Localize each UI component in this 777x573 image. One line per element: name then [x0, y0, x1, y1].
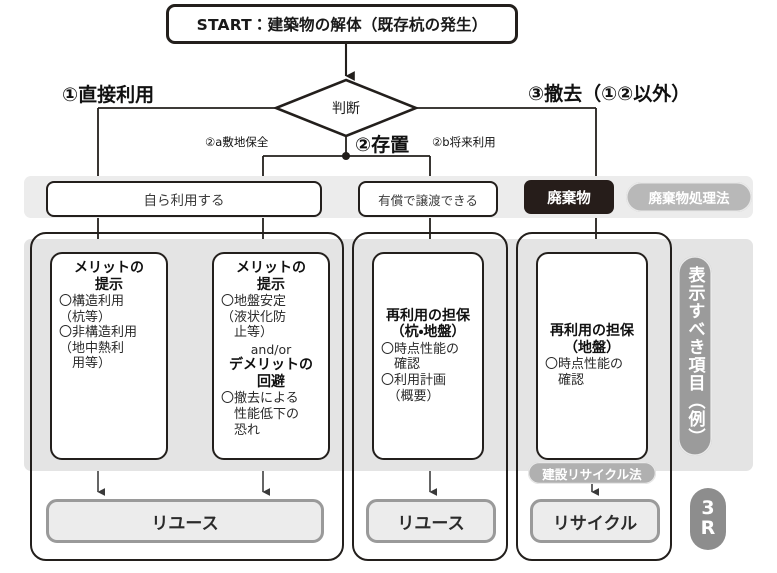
box-self-use: 自ら利用する — [46, 181, 322, 217]
card-2-body2: 〇撤去による 性能低下の 恐れ — [221, 391, 300, 438]
card-1-body: 〇構造利用 （杭等） 〇非構造利用 （地中熱利 用等） — [59, 294, 138, 372]
card-reuse-guarantee-ground: 再利用の担保 （地盤） 〇時点性能の 確認 — [536, 252, 648, 460]
card-2-body: 〇地盤安定 （液状化防 止等） — [221, 294, 287, 341]
card-3-body: 〇時点性能の 確認 〇利用計画 （概要） — [381, 341, 460, 404]
chip-waste-disposal-law: 廃棄物処理法 — [626, 182, 752, 212]
chip-construction-recycle-law: 建設リサイクル法 — [528, 462, 656, 484]
chip-construction-recycle-law-label: 建設リサイクル法 — [542, 466, 642, 482]
card-2-title: メリットの 提示 — [236, 260, 306, 293]
badge-3r-line2: R — [700, 517, 716, 539]
box-paid-transfer-label: 有償で譲渡できる — [378, 192, 478, 208]
result-reuse-1-label: リユース — [151, 513, 219, 534]
card-4-title: 再利用の担保 （地盤） — [550, 323, 634, 356]
branch-sublabel-site-conservation: ②a敷地保全 — [205, 135, 269, 149]
card-4-body: 〇時点性能の 確認 — [545, 357, 624, 389]
result-recycle: リサイクル — [530, 499, 660, 543]
group-frame-direct-use — [30, 232, 344, 561]
chip-waste: 廃棄物 — [524, 180, 614, 214]
decision-diamond: 判断 — [276, 80, 416, 136]
badge-3r-line1: 3 — [701, 497, 715, 520]
result-reuse-2: リユース — [366, 499, 496, 543]
card-reuse-guarantee-pile-ground: 再利用の担保 （杭・地盤） 〇時点性能の 確認 〇利用計画 （概要） — [372, 252, 484, 460]
card-merit-ground: メリットの 提示 〇地盤安定 （液状化防 止等） and/or デメリットの 回… — [212, 252, 330, 460]
card-2-title2: デメリットの 回避 — [229, 357, 313, 390]
card-merit-structural: メリットの 提示 〇構造利用 （杭等） 〇非構造利用 （地中熱利 用等） — [50, 252, 168, 460]
card-2-conjunction: and/or — [250, 341, 292, 357]
side-vertical-label: 表示すべき項目（例） — [678, 256, 712, 456]
branch-sublabel-future-use: ②b将来利用 — [432, 135, 496, 149]
chip-waste-label: 廃棄物 — [547, 190, 591, 207]
side-vertical-label-text: 表示すべき項目（例） — [684, 266, 705, 446]
result-reuse-1: リユース — [46, 499, 324, 543]
start-box: START：建築物の解体（既存杭の発生） — [166, 4, 518, 44]
branch-label-direct-use: ①直接利用 — [62, 84, 155, 106]
group-frame-waste — [516, 232, 672, 561]
start-label: START：建築物の解体（既存杭の発生） — [196, 16, 488, 34]
branch-label-removal: ③撤去（①②以外） — [528, 83, 691, 105]
box-paid-transfer: 有償で譲渡できる — [358, 181, 498, 217]
result-recycle-label: リサイクル — [552, 513, 638, 534]
result-reuse-2-label: リユース — [397, 513, 465, 534]
branch-label-retention: ②存置 — [355, 134, 410, 156]
decision-label: 判断 — [332, 101, 360, 117]
badge-3r: 3 R — [690, 488, 726, 550]
box-self-use-label: 自ら利用する — [143, 193, 225, 209]
chip-waste-disposal-law-label: 廃棄物処理法 — [648, 191, 730, 207]
card-1-title: メリットの 提示 — [74, 260, 144, 293]
card-3-title: 再利用の担保 （杭・地盤） — [386, 307, 470, 341]
